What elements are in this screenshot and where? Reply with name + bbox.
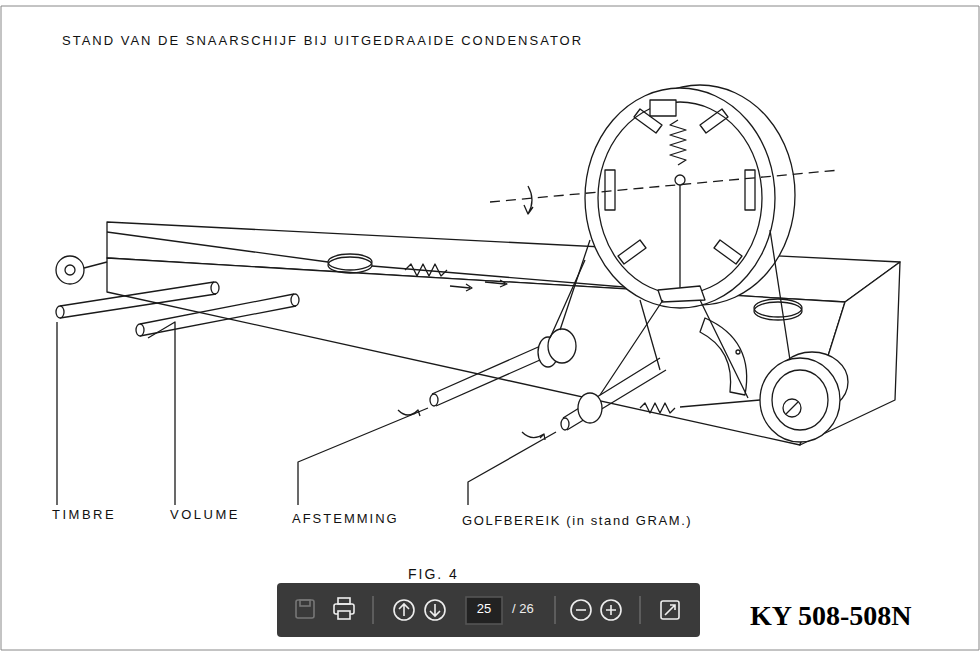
page-number: 25 (477, 601, 491, 616)
control-label: GOLFBEREIK (in stand GRAM.) (462, 513, 692, 528)
viewer-toolbar (277, 583, 700, 637)
diagram-title: STAND VAN DE SNAARSCHIJF BIJ UITGEDRAAID… (62, 33, 583, 48)
control-label: TIMBRE (52, 507, 116, 522)
figure-number: FIG. 4 (408, 566, 459, 582)
control-label: AFSTEMMING (292, 511, 399, 526)
control-label: VOLUME (170, 507, 240, 522)
page-count: / 26 (512, 601, 534, 616)
model-number: KY 508-508N (750, 600, 912, 632)
